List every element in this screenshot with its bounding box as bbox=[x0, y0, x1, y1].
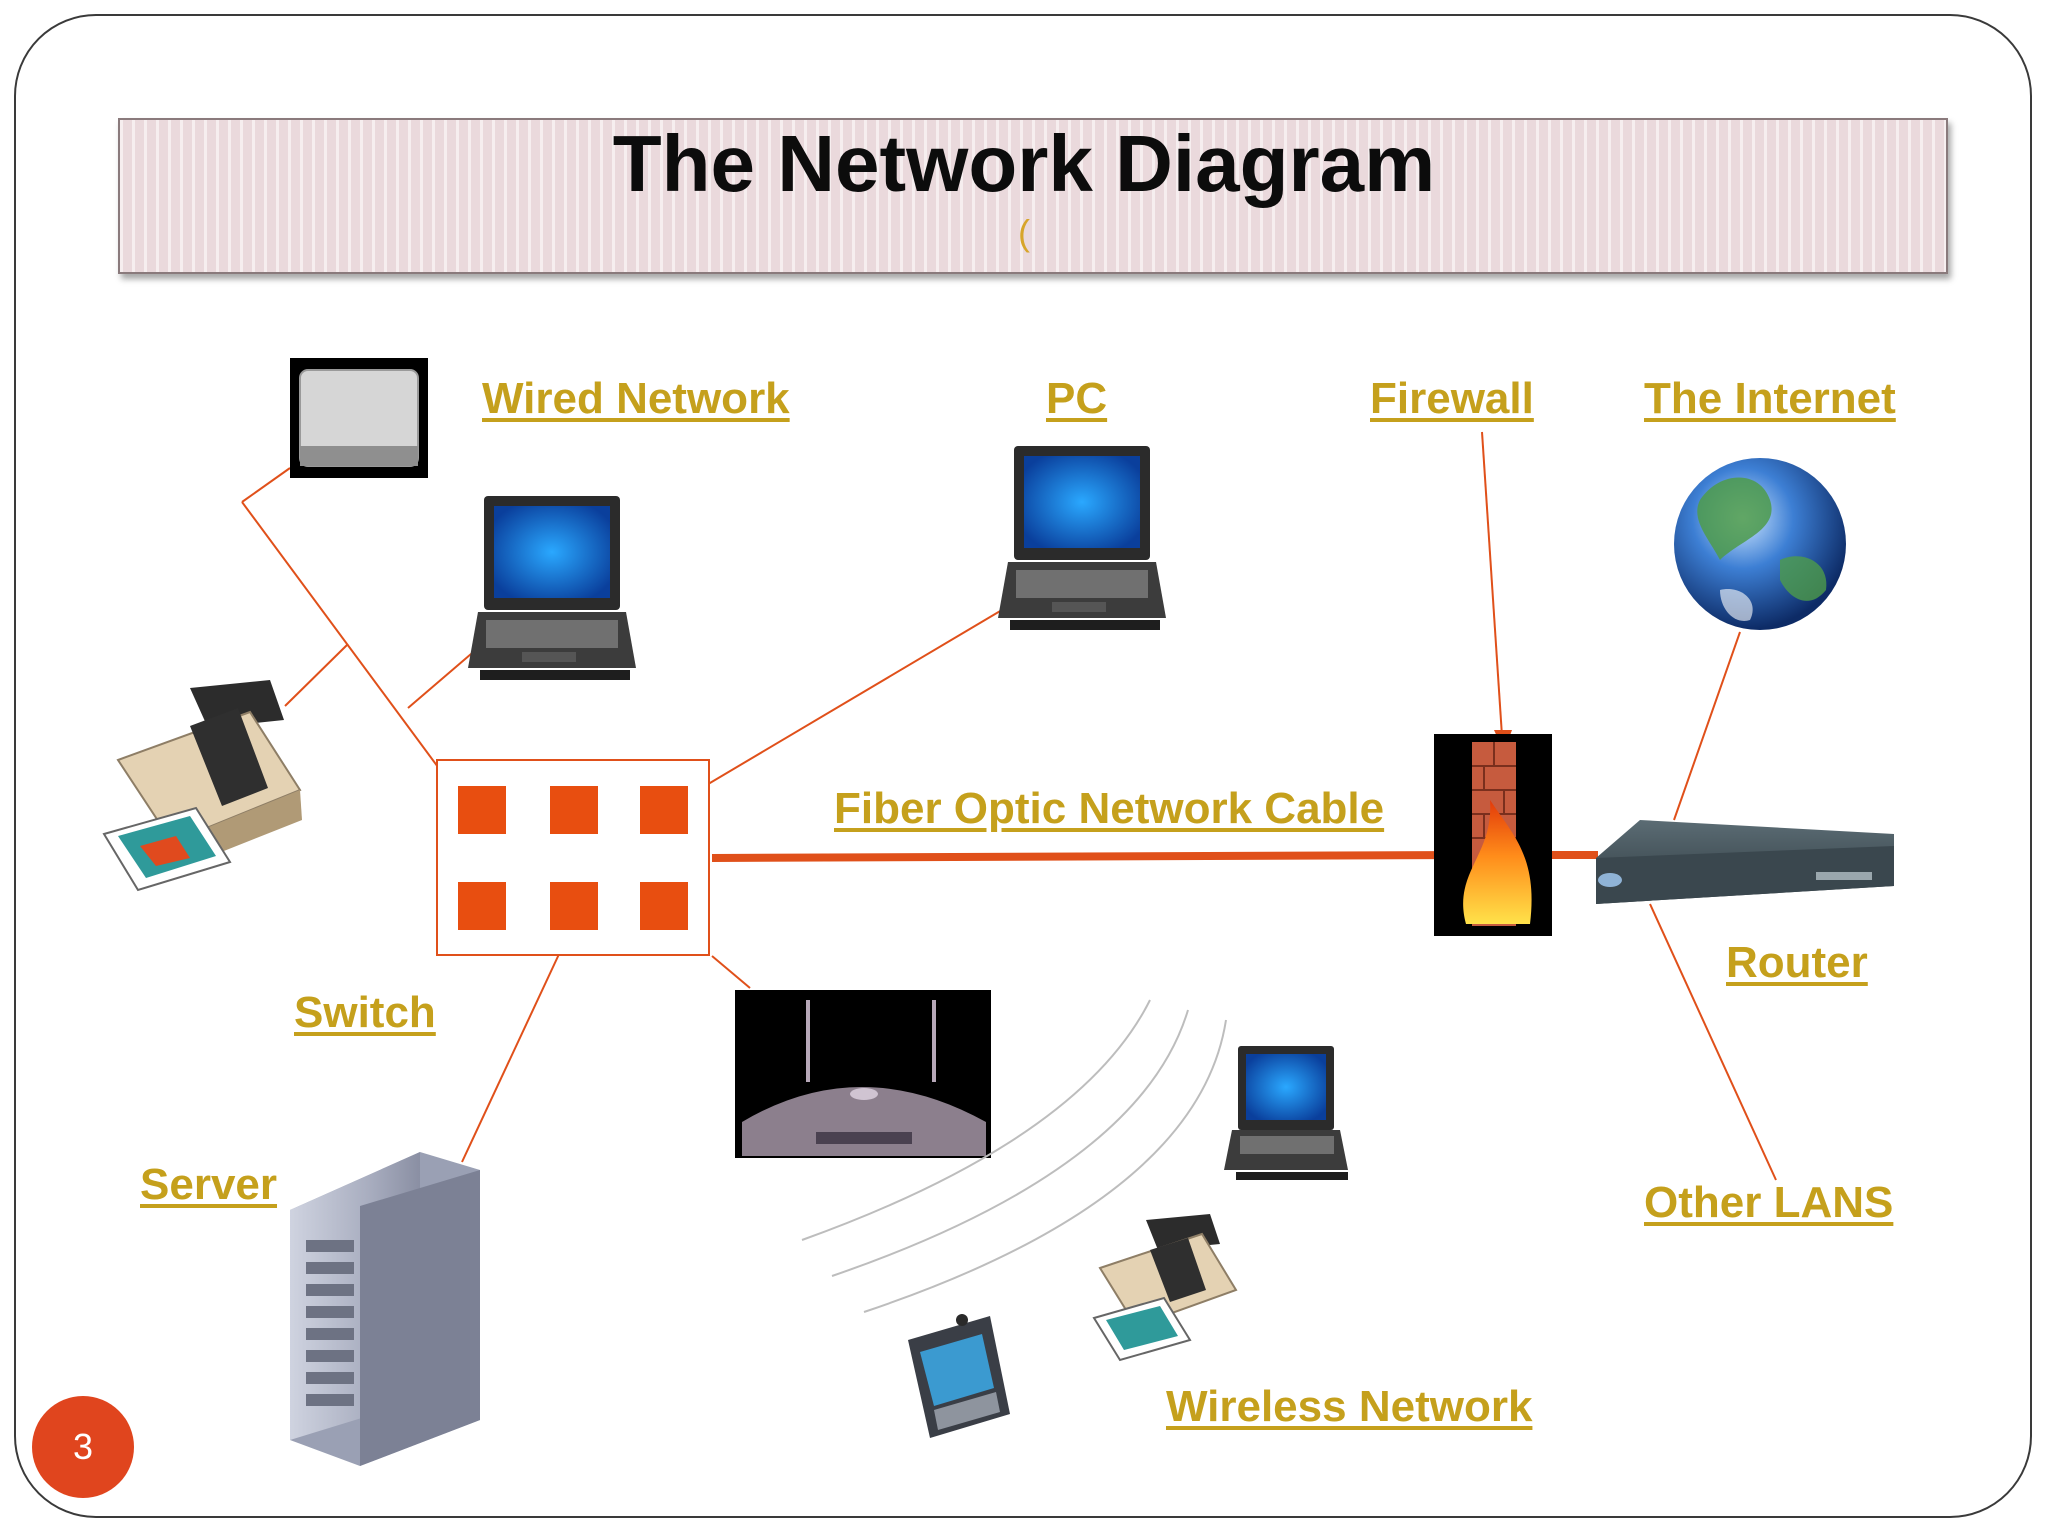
line-pc bbox=[687, 603, 1013, 797]
line-internet bbox=[1673, 631, 1741, 821]
pda-icon bbox=[908, 1314, 1010, 1438]
router-icon bbox=[1596, 820, 1894, 904]
page-title: The Network Diagram bbox=[612, 119, 1436, 208]
connection-lines bbox=[241, 431, 1777, 1181]
server-icon bbox=[290, 1152, 480, 1466]
wireless-laptop-icon bbox=[1224, 1046, 1348, 1180]
modem-icon bbox=[290, 358, 428, 478]
label-server[interactable]: Server bbox=[140, 1160, 278, 1209]
wireless-signal-arcs bbox=[801, 999, 1227, 1313]
line-firewall-label bbox=[1481, 431, 1503, 737]
label-pc[interactable]: PC bbox=[1046, 374, 1108, 423]
label-other-lans[interactable]: Other LANS bbox=[1644, 1178, 1894, 1227]
label-switch[interactable]: Switch bbox=[294, 988, 436, 1037]
fiber-optic-cable bbox=[711, 851, 1471, 862]
globe-icon bbox=[1674, 458, 1846, 630]
access-point-icon bbox=[735, 990, 991, 1158]
label-wired-network[interactable]: Wired Network bbox=[482, 374, 790, 423]
line-printer bbox=[284, 643, 349, 707]
label-wireless-network[interactable]: Wireless Network bbox=[1166, 1382, 1533, 1431]
line-server bbox=[461, 951, 561, 1163]
switch-device[interactable] bbox=[436, 759, 710, 956]
line-modem bbox=[241, 467, 291, 503]
pc-laptop-icon bbox=[998, 446, 1166, 630]
printer-icon bbox=[102, 680, 302, 892]
page-number-badge: 3 bbox=[32, 1396, 134, 1498]
title-bar bbox=[118, 118, 1948, 274]
label-the-internet[interactable]: The Internet bbox=[1644, 374, 1896, 423]
firewall-icon bbox=[1434, 734, 1552, 936]
page-subtitle: ( bbox=[1018, 212, 1030, 253]
laptop-icon bbox=[468, 496, 636, 680]
label-firewall[interactable]: Firewall bbox=[1370, 374, 1534, 423]
line-other-lans bbox=[1649, 903, 1777, 1181]
wireless-printer-icon bbox=[1092, 1214, 1238, 1362]
label-router[interactable]: Router bbox=[1726, 938, 1868, 987]
label-fiber-optic-cable[interactable]: Fiber Optic Network Cable bbox=[834, 784, 1385, 833]
line-access-point bbox=[711, 955, 751, 989]
